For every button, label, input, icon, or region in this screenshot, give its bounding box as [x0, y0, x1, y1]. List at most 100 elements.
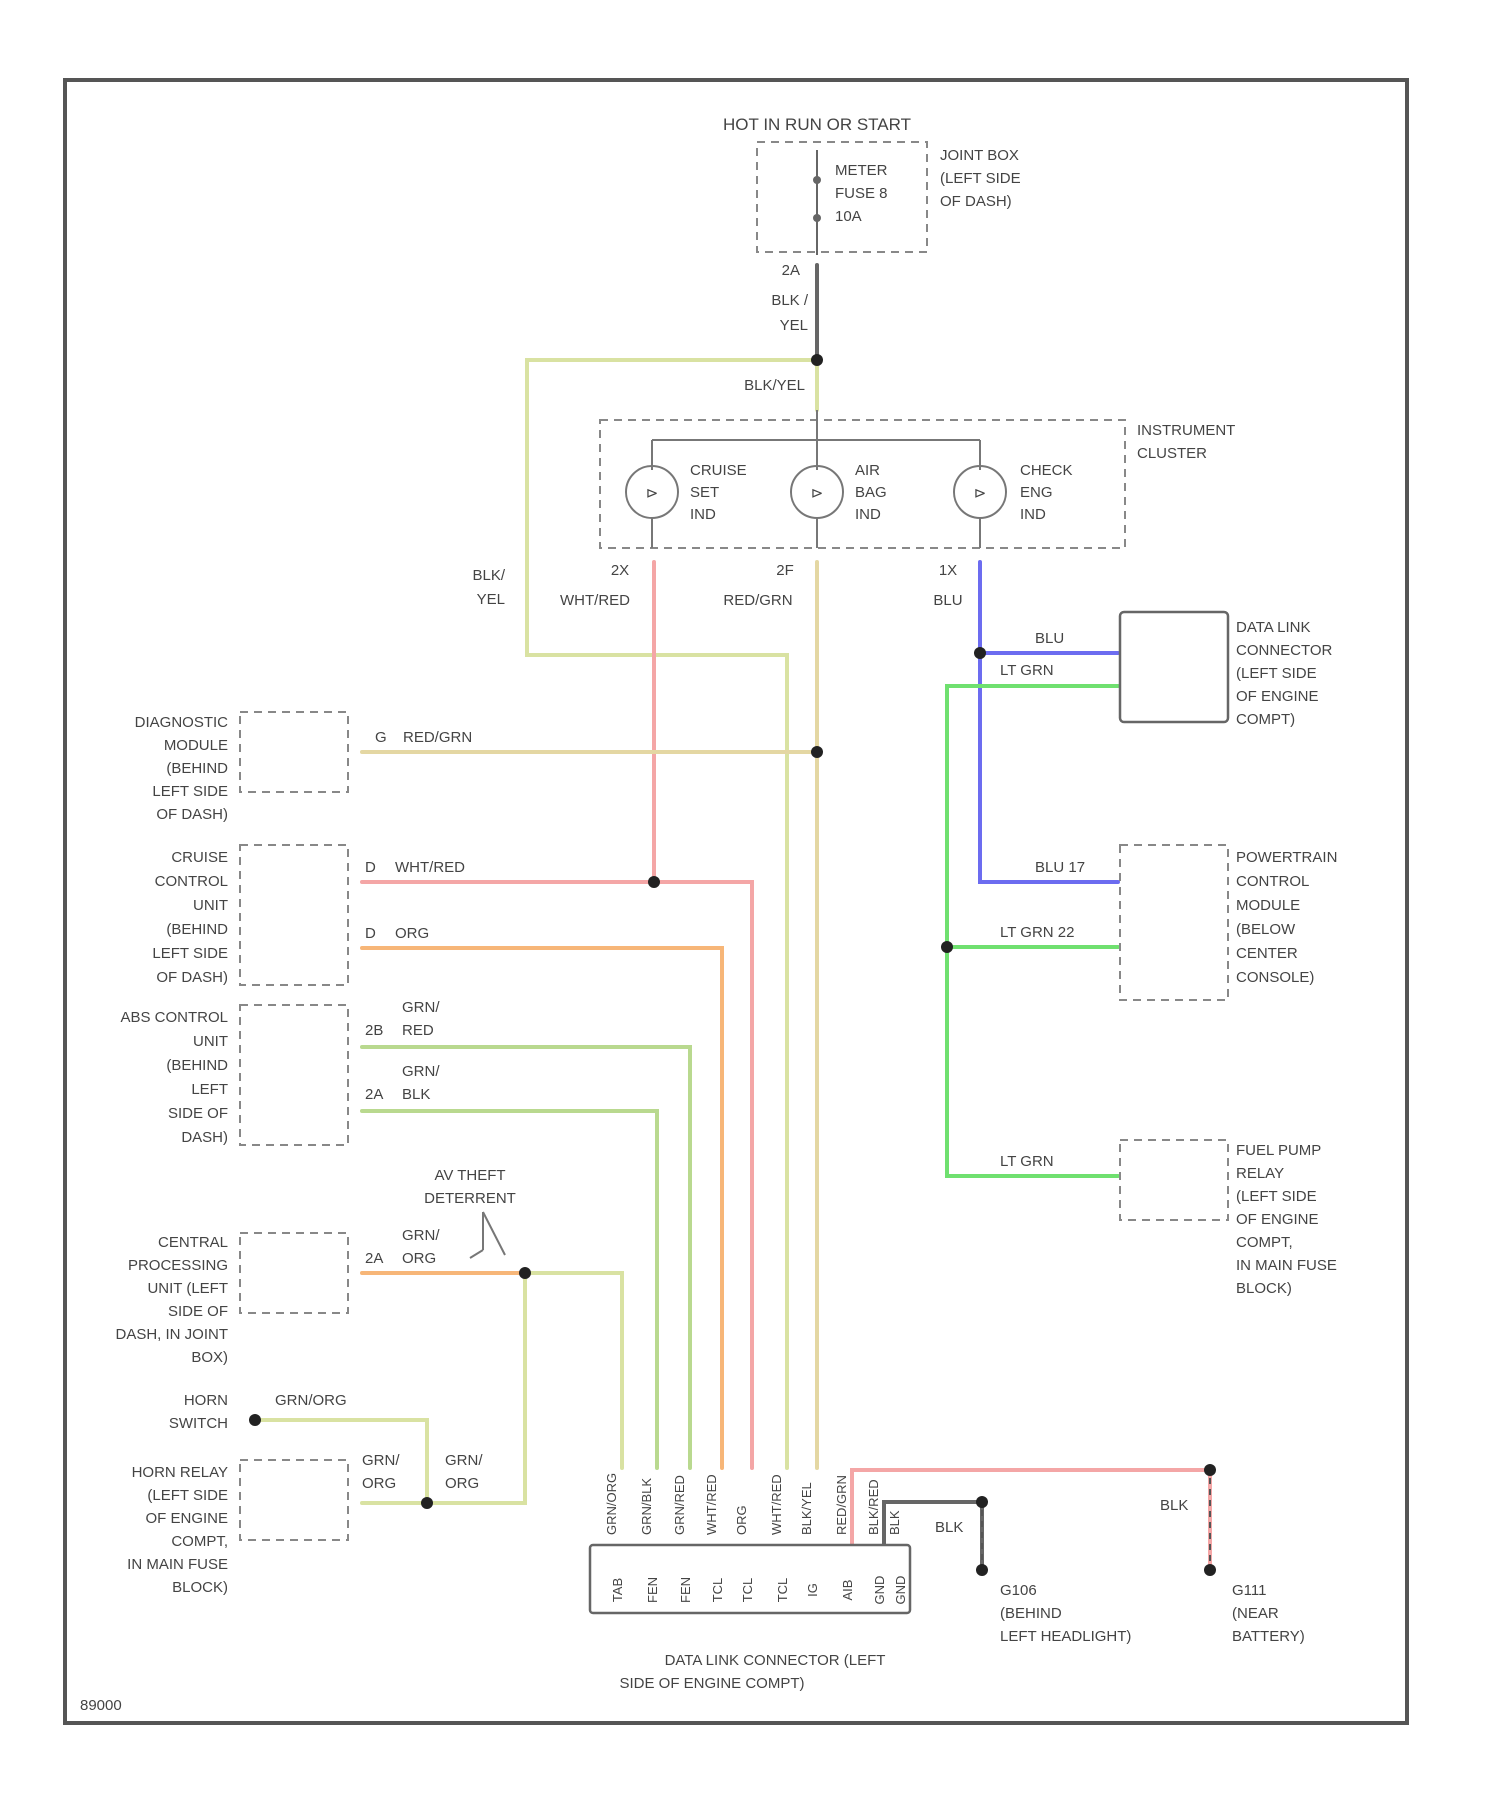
component-label: SIDE OF: [168, 1303, 228, 1320]
bulb-icon-symbol: ⊳: [974, 485, 987, 502]
component-label: FUEL PUMP: [1236, 1142, 1321, 1159]
cluster-label: INSTRUMENT: [1137, 422, 1235, 439]
component-label: LEFT SIDE: [152, 783, 228, 800]
component-label: DETERRENT: [424, 1190, 516, 1207]
component-label: CONSOLE): [1236, 969, 1314, 986]
pin-label: 2A: [365, 1250, 383, 1267]
junction-dot: [519, 1267, 531, 1279]
fuel-pump-relay: FUEL PUMP RELAY (LEFT SIDE OF ENGINE COM…: [1000, 1140, 1337, 1297]
wire-label: BLK: [1160, 1497, 1188, 1514]
junction-dots: [249, 354, 1216, 1576]
component-label: DASH): [181, 1129, 228, 1146]
pin-label: 2B: [365, 1022, 383, 1039]
component-label: (LEFT SIDE: [1236, 665, 1317, 682]
abs-control-unit: ABS CONTROL UNIT (BEHIND LEFT SIDE OF DA…: [120, 999, 440, 1146]
connector-wire-label: WHT/RED: [704, 1474, 719, 1535]
component-label: IN MAIN FUSE: [127, 1556, 228, 1573]
component-label: SWITCH: [169, 1415, 228, 1432]
junction-dot: [976, 1496, 988, 1508]
indicator-label: AIR: [855, 462, 880, 479]
component-label: (NEAR: [1232, 1605, 1279, 1622]
wire-label: LT GRN: [1000, 1153, 1054, 1170]
pin-label: 2F: [776, 562, 794, 579]
bulb-icon-symbol: ⊳: [646, 485, 659, 502]
component-outline: [240, 1460, 348, 1540]
component-label: DATA LINK: [1236, 619, 1310, 636]
component-label: BOX): [191, 1349, 228, 1366]
component-label: MODULE: [1236, 897, 1300, 914]
horn-switch: HORN SWITCH GRN/ORG: [169, 1392, 347, 1432]
wire-label: RED/GRN: [403, 729, 472, 746]
diagram-frame: [65, 80, 1407, 1723]
fuse-terminal: [813, 214, 821, 222]
wire-label: YEL: [780, 317, 808, 334]
fuse-name-line: METER: [835, 162, 888, 179]
junction-dot: [811, 746, 823, 758]
component-label: CONTROL: [1236, 873, 1309, 890]
component-label: OF ENGINE: [1236, 1211, 1319, 1228]
check-engine-indicator: ⊳ CHECK ENG IND: [954, 440, 1073, 548]
fuse-terminal: [813, 176, 821, 184]
component-label: UNIT: [193, 897, 228, 914]
fuse-location-line: OF DASH): [940, 193, 1012, 210]
connector-wire-label: BLK/YEL: [799, 1482, 814, 1535]
component-label: SIDE OF: [168, 1105, 228, 1122]
component-label: COMPT,: [171, 1533, 228, 1550]
component-outline: [1120, 845, 1228, 1000]
abs-grn-blk-wire: [362, 1111, 657, 1468]
fuse-header: HOT IN RUN OR START: [723, 115, 911, 134]
component-label: OF DASH): [156, 969, 228, 986]
component-label: HORN RELAY: [132, 1464, 228, 1481]
component-label: OF DASH): [156, 806, 228, 823]
junction-dot: [811, 354, 823, 366]
wire-label: LT GRN: [1000, 662, 1054, 679]
indicator-label: CHECK: [1020, 462, 1073, 479]
component-label: PROCESSING: [128, 1257, 228, 1274]
component-label: CONTROL: [155, 873, 228, 890]
connector-pin-label: FEN: [645, 1577, 660, 1603]
wire-label: WHT/RED: [395, 859, 465, 876]
pin-label: G: [375, 729, 387, 746]
component-label: CENTER: [1236, 945, 1298, 962]
ground-point-g106: [976, 1564, 988, 1576]
component-outline: [240, 845, 348, 985]
component-label: (LEFT SIDE: [147, 1487, 228, 1504]
horn-relay: HORN RELAY (LEFT SIDE OF ENGINE COMPT, I…: [127, 1452, 483, 1596]
component-label: G106: [1000, 1582, 1037, 1599]
connector-pin-label: TCL: [710, 1578, 725, 1603]
cruise-ind-wire: [654, 562, 752, 1468]
component-label: COMPT): [1236, 711, 1295, 728]
wire-label: ORG: [395, 925, 429, 942]
fuse-location-line: (LEFT SIDE: [940, 170, 1021, 187]
connector-wire-label: WHT/RED: [769, 1474, 784, 1535]
wire-label: BLK/: [472, 567, 505, 584]
component-label: (BELOW: [1236, 921, 1296, 938]
air-bag-indicator: ⊳ AIR BAG IND: [791, 440, 887, 548]
connector-wire-label: GRN/BLK: [639, 1478, 654, 1535]
connector-wire-label: BLK: [887, 1510, 902, 1535]
connector-wire-label: GRN/ORG: [604, 1473, 619, 1535]
wire-label: GRN/: [402, 1227, 440, 1244]
component-label: (BEHIND: [1000, 1605, 1062, 1622]
dlc-body: [1120, 612, 1228, 722]
component-label: CRUISE: [171, 849, 228, 866]
component-label: MODULE: [164, 737, 228, 754]
diagnostic-module: DIAGNOSTIC MODULE (BEHIND LEFT SIDE OF D…: [135, 712, 473, 823]
connector-pin-label: TCL: [775, 1578, 790, 1603]
wire-label: BLU 17: [1035, 859, 1085, 876]
component-outline: [240, 1005, 348, 1145]
fuse-name-line: 10A: [835, 208, 862, 225]
wire-label: WHT/RED: [560, 592, 630, 609]
connector-pin-label: TAB: [610, 1578, 625, 1602]
wire-label: GRN/: [402, 999, 440, 1016]
anti-theft-deterrent: AV THEFT DETERRENT: [424, 1167, 516, 1258]
component-label: G111: [1232, 1582, 1266, 1599]
wire-label: RED: [402, 1022, 434, 1039]
instrument-cluster: INSTRUMENT CLUSTER ⊳ CRUISE SET IND ⊳ AI…: [472, 410, 1235, 609]
anti-theft-wire: [525, 1273, 622, 1468]
wire-label: BLU: [1035, 630, 1064, 647]
component-label: RELAY: [1236, 1165, 1284, 1182]
wire-label: YEL: [477, 591, 505, 608]
